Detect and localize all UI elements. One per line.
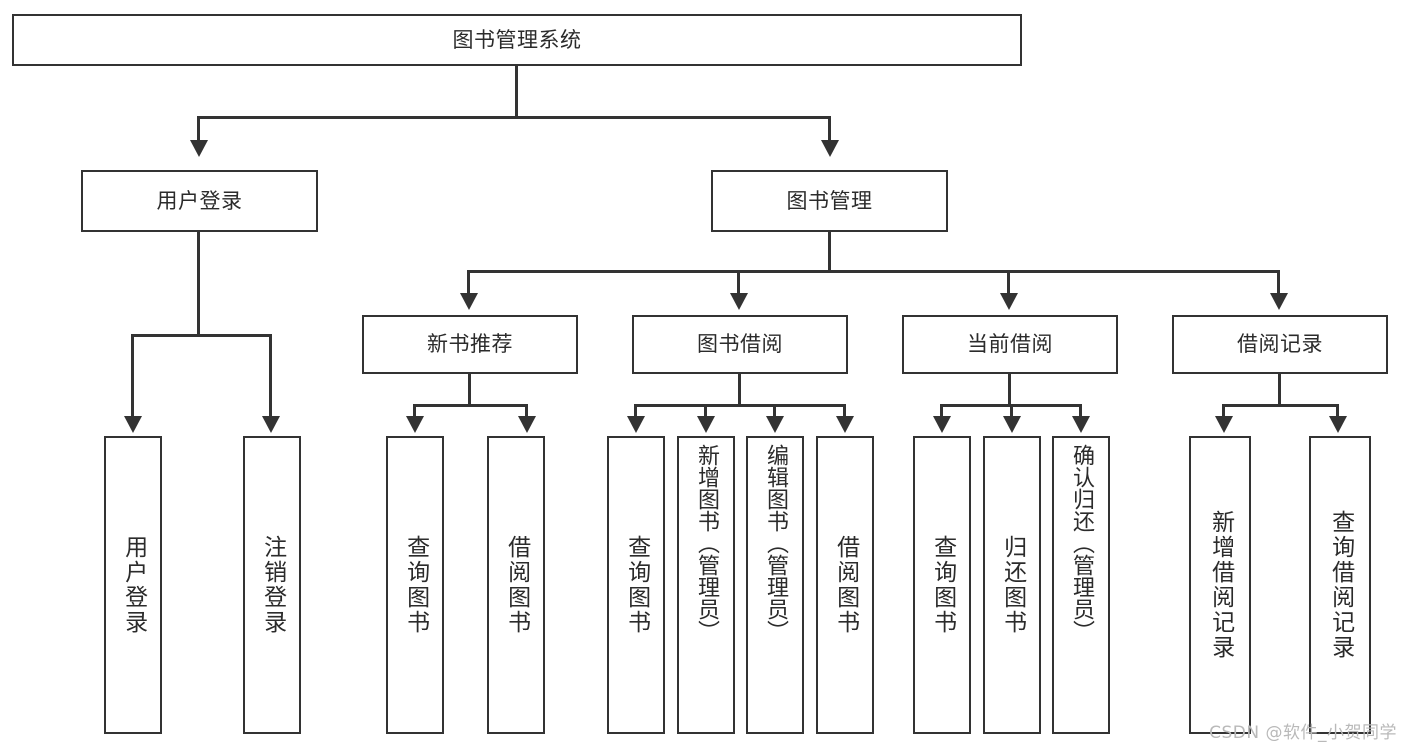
node-label: 图书借阅 xyxy=(697,332,783,357)
node-label: 用户登录 xyxy=(120,535,147,635)
node-label: 注销登录 xyxy=(259,535,286,635)
node-label: 图书管理系统 xyxy=(452,27,582,52)
node-label: 借阅图书 xyxy=(503,535,530,635)
node-label: 确认归还（管理员） xyxy=(1068,444,1094,642)
leaf-query-borrow-record[interactable]: 查询借阅记录 xyxy=(1309,436,1371,734)
arrow-to-leaf-query-book-2 xyxy=(627,416,645,433)
connector-new-book-drop-2 xyxy=(525,404,528,418)
connector-root-stem xyxy=(515,66,518,118)
leaf-confirm-return-admin[interactable]: 确认归还（管理员） xyxy=(1052,436,1110,734)
connector-book-borrow-drop-1 xyxy=(634,404,637,418)
node-book-manage[interactable]: 图书管理 xyxy=(711,170,948,232)
connector-user-login-stem xyxy=(197,232,200,336)
node-current-borrow[interactable]: 当前借阅 xyxy=(902,315,1118,374)
arrow-to-new-book-recommend xyxy=(460,293,478,310)
node-label: 当前借阅 xyxy=(967,332,1053,357)
node-label: 用户登录 xyxy=(156,188,243,213)
connector-user-login-drop-1 xyxy=(131,334,134,418)
arrow-to-user-login xyxy=(190,140,208,157)
node-label: 新增图书（管理员） xyxy=(693,444,719,642)
arrow-to-leaf-logout xyxy=(262,416,280,433)
leaf-query-book-borrow[interactable]: 查询图书 xyxy=(607,436,665,734)
leaf-query-book-current[interactable]: 查询图书 xyxy=(913,436,971,734)
connector-root-drop-left xyxy=(197,116,200,142)
arrow-to-book-borrow xyxy=(730,293,748,310)
watermark-text: CSDN @软件_小贺同学 xyxy=(1209,723,1397,743)
arrow-to-borrow-record xyxy=(1270,293,1288,310)
node-label: 借阅记录 xyxy=(1237,332,1323,357)
leaf-query-book-recommend[interactable]: 查询图书 xyxy=(386,436,444,734)
arrow-to-leaf-query-record xyxy=(1329,416,1347,433)
node-label: 查询借阅记录 xyxy=(1327,510,1354,660)
node-label: 图书管理 xyxy=(786,188,873,213)
leaf-borrow-book-recommend[interactable]: 借阅图书 xyxy=(487,436,545,734)
arrow-to-leaf-add-book xyxy=(697,416,715,433)
node-label: 借阅图书 xyxy=(832,535,859,635)
arrow-to-leaf-edit-book xyxy=(766,416,784,433)
node-label: 新书推荐 xyxy=(427,332,513,357)
connector-borrow-record-drop-2 xyxy=(1336,404,1339,418)
node-user-login[interactable]: 用户登录 xyxy=(81,170,318,232)
arrow-to-current-borrow xyxy=(1000,293,1018,310)
node-label: 编辑图书（管理员） xyxy=(762,444,788,642)
connector-root-bar xyxy=(197,116,831,119)
leaf-add-book-admin[interactable]: 新增图书（管理员） xyxy=(677,436,735,734)
node-label: 新增借阅记录 xyxy=(1207,510,1234,660)
node-label: 查询图书 xyxy=(623,535,650,635)
arrow-to-leaf-borrow-book-2 xyxy=(836,416,854,433)
node-root-system[interactable]: 图书管理系统 xyxy=(12,14,1022,66)
connector-new-book-stem xyxy=(468,374,471,406)
connector-current-borrow-drop-1 xyxy=(940,404,943,418)
node-label: 归还图书 xyxy=(999,535,1026,635)
arrow-to-leaf-borrow-book-1 xyxy=(518,416,536,433)
leaf-borrow-book[interactable]: 借阅图书 xyxy=(816,436,874,734)
connector-book-manage-drop-1 xyxy=(467,270,470,295)
connector-book-borrow-drop-3 xyxy=(773,404,776,418)
leaf-logout[interactable]: 注销登录 xyxy=(243,436,301,734)
node-label: 查询图书 xyxy=(929,535,956,635)
leaf-user-login[interactable]: 用户登录 xyxy=(104,436,162,734)
connector-new-book-bar xyxy=(413,404,528,407)
arrow-to-leaf-query-book-1 xyxy=(406,416,424,433)
arrow-to-leaf-return-book xyxy=(1003,416,1021,433)
connector-current-borrow-drop-2 xyxy=(1010,404,1013,418)
arrow-to-leaf-confirm-return xyxy=(1072,416,1090,433)
arrow-to-book-manage xyxy=(821,140,839,157)
connector-book-manage-drop-2 xyxy=(737,270,740,295)
connector-root-drop-right xyxy=(828,116,831,142)
connector-book-borrow-bar xyxy=(634,404,844,407)
connector-current-borrow-drop-3 xyxy=(1079,404,1082,418)
leaf-return-book[interactable]: 归还图书 xyxy=(983,436,1041,734)
connector-book-manage-drop-4 xyxy=(1277,270,1280,295)
connector-borrow-record-bar xyxy=(1222,404,1339,407)
leaf-add-borrow-record[interactable]: 新增借阅记录 xyxy=(1189,436,1251,734)
connector-book-borrow-stem xyxy=(738,374,741,406)
connector-book-manage-drop-3 xyxy=(1007,270,1010,295)
connector-book-borrow-drop-2 xyxy=(704,404,707,418)
arrow-to-leaf-user-login xyxy=(124,416,142,433)
node-label: 查询图书 xyxy=(402,535,429,635)
node-borrow-record[interactable]: 借阅记录 xyxy=(1172,315,1388,374)
connector-new-book-drop-1 xyxy=(413,404,416,418)
connector-borrow-record-drop-1 xyxy=(1222,404,1225,418)
connector-user-login-bar xyxy=(131,334,272,337)
connector-book-manage-stem xyxy=(828,232,831,272)
connector-current-borrow-stem xyxy=(1008,374,1011,406)
node-book-borrow[interactable]: 图书借阅 xyxy=(632,315,848,374)
connector-user-login-drop-2 xyxy=(269,334,272,418)
node-new-book-recommend[interactable]: 新书推荐 xyxy=(362,315,578,374)
connector-book-manage-bar xyxy=(467,270,1279,273)
leaf-edit-book-admin[interactable]: 编辑图书（管理员） xyxy=(746,436,804,734)
arrow-to-leaf-add-record xyxy=(1215,416,1233,433)
connector-book-borrow-drop-4 xyxy=(843,404,846,418)
arrow-to-leaf-query-book-3 xyxy=(933,416,951,433)
connector-borrow-record-stem xyxy=(1278,374,1281,406)
